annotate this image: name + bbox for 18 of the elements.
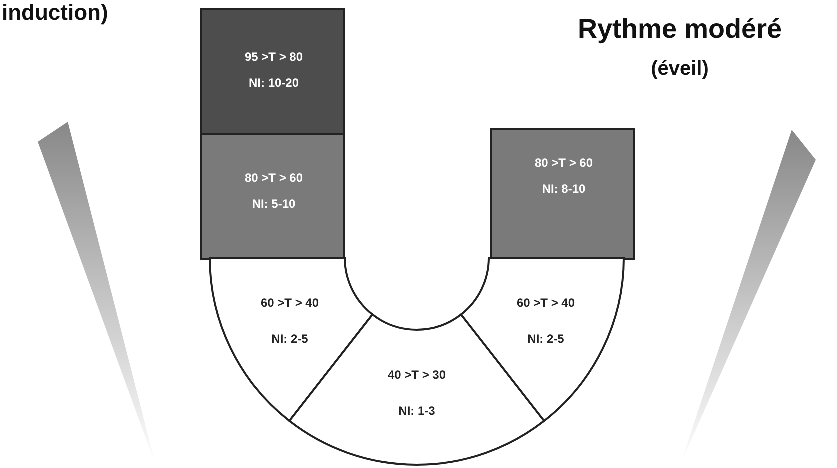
temperature-range: 40 >T > 30 bbox=[388, 368, 446, 382]
temperature-range: 80 >T > 60 bbox=[534, 156, 594, 170]
ni-range: NI: 10-20 bbox=[248, 76, 300, 90]
ni-range: NI: 2-5 bbox=[272, 332, 308, 346]
temperature-range: 80 >T > 60 bbox=[244, 171, 304, 185]
range-box bbox=[200, 8, 345, 135]
range-box bbox=[200, 133, 345, 260]
ni-range: NI: 5-10 bbox=[252, 197, 296, 211]
ni-range: NI: 8-10 bbox=[542, 182, 586, 196]
ni-range: NI: 2-5 bbox=[528, 332, 564, 346]
ni-range: NI: 1-3 bbox=[398, 404, 436, 418]
section-heading: Rythme modéré bbox=[578, 14, 782, 45]
temperature-range: 95 >T > 80 bbox=[244, 50, 304, 64]
section-heading: induction) bbox=[2, 0, 108, 26]
section-subheading: (éveil) bbox=[651, 58, 709, 81]
temperature-range: 60 >T > 40 bbox=[260, 296, 320, 310]
temperature-range: 60 >T > 40 bbox=[516, 296, 576, 310]
range-box bbox=[490, 128, 635, 260]
